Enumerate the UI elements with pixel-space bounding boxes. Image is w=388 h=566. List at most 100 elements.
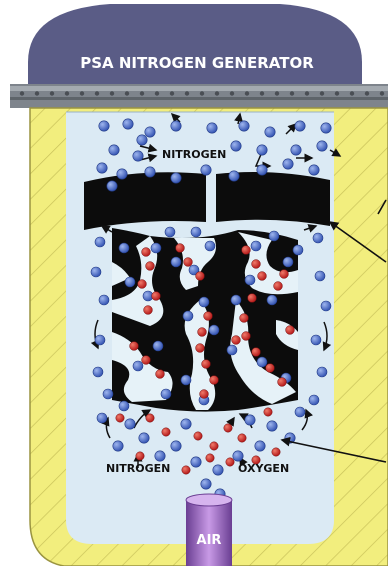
nitrogen-molecule: [145, 167, 155, 177]
nitrogen-molecule: [213, 465, 223, 475]
nitrogen-molecule: [93, 367, 103, 377]
oxygen-molecule: [210, 442, 218, 450]
oxygen-molecule: [278, 378, 287, 387]
nitrogen-molecule: [257, 165, 267, 175]
oxygen-molecule: [162, 428, 170, 436]
nitrogen-molecule: [321, 123, 331, 133]
oxygen-molecule: [248, 294, 257, 303]
oxygen-molecule: [240, 314, 249, 323]
nitrogen-output-label: NITROGEN: [162, 148, 226, 161]
nitrogen-molecule: [207, 123, 217, 133]
nitrogen-molecule: [227, 345, 237, 355]
oxygen-molecule: [146, 414, 154, 422]
nitrogen-molecule: [95, 237, 105, 247]
nitrogen-molecule: [317, 367, 327, 377]
carbon-molecular-sieve: [112, 228, 298, 412]
oxygen-molecule: [202, 360, 211, 369]
flange-bolt: [95, 91, 99, 95]
nitrogen-molecule: [145, 127, 155, 137]
flange-bolt: [50, 91, 54, 95]
nitrogen-molecule: [133, 361, 143, 371]
flange-bolt: [215, 91, 219, 95]
flange-bolt: [170, 91, 174, 95]
nitrogen-molecule: [97, 413, 107, 423]
nitrogen-molecule: [295, 121, 305, 131]
nitrogen-molecule: [99, 295, 109, 305]
nitrogen-molecule: [315, 271, 325, 281]
flange-band: [10, 84, 388, 108]
nitrogen-molecule: [119, 401, 129, 411]
nitrogen-molecule: [137, 135, 147, 145]
nitrogen-molecule: [269, 231, 279, 241]
nitrogen-molecule: [229, 171, 239, 181]
oxygen-molecule: [136, 452, 144, 460]
nitrogen-molecule: [171, 441, 181, 451]
nitrogen-molecule: [113, 441, 123, 451]
nitrogen-molecule: [283, 257, 293, 267]
nitrogen-molecule: [191, 227, 201, 237]
oxygen-molecule: [226, 458, 234, 466]
oxygen-molecule: [238, 434, 246, 442]
diagram-title: PSA NITROGEN GENERATOR: [80, 54, 314, 72]
flange-bolt: [200, 91, 204, 95]
flange-bolt: [365, 91, 369, 95]
nitrogen-molecule: [181, 419, 191, 429]
flange-bolt: [245, 91, 249, 95]
nitrogen-molecule: [293, 245, 303, 255]
nitrogen-molecule: [171, 257, 181, 267]
oxygen-molecule: [210, 376, 219, 385]
flange-bolt: [320, 91, 324, 95]
nitrogen-molecule: [245, 275, 255, 285]
nitrogen-molecule: [151, 243, 161, 253]
nitrogen-molecule: [95, 335, 105, 345]
flange-bolt: [20, 91, 24, 95]
nitrogen-molecule: [191, 457, 201, 467]
flange-bolt: [110, 91, 114, 95]
nitrogen-molecule: [257, 145, 267, 155]
flange-bolt: [380, 91, 384, 95]
nitrogen-molecule: [171, 173, 181, 183]
flange-bolt: [140, 91, 144, 95]
flange-bolt: [185, 91, 189, 95]
flange-bolt: [260, 91, 264, 95]
oxygen-molecule: [272, 448, 280, 456]
flange-bolt: [80, 91, 84, 95]
oxygen-molecule: [156, 370, 165, 379]
nitrogen-molecule: [209, 325, 219, 335]
air-inlet: AIR: [186, 494, 232, 566]
flange-bolt: [290, 91, 294, 95]
oxygen-molecule: [142, 248, 151, 257]
nitrogen-molecule: [321, 301, 331, 311]
nitrogen-molecule: [133, 151, 143, 161]
nitrogen-molecule: [311, 335, 321, 345]
oxygen-molecule: [176, 244, 185, 253]
nitrogen-molecule: [123, 119, 133, 129]
header-dome: [28, 4, 362, 84]
flange-bolt: [35, 91, 39, 95]
flange-bolt: [275, 91, 279, 95]
nitrogen-molecule: [201, 165, 211, 175]
nitrogen-molecule: [181, 375, 191, 385]
nitrogen-molecule: [309, 165, 319, 175]
nitrogen-molecule: [183, 311, 193, 321]
nitrogen-molecule: [107, 181, 117, 191]
nitrogen-molecule: [309, 395, 319, 405]
oxygen-molecule: [252, 260, 261, 269]
nitrogen-molecule: [267, 421, 277, 431]
oxygen-molecule: [196, 344, 205, 353]
flange-bolt: [65, 91, 69, 95]
nitrogen-molecule: [125, 419, 135, 429]
oxygen-molecule: [232, 336, 241, 345]
oxygen-molecule: [204, 312, 213, 321]
nitrogen-molecule: [109, 145, 119, 155]
nitrogen-molecule: [265, 127, 275, 137]
oxygen-molecule: [194, 432, 202, 440]
oxygen-molecule: [196, 272, 205, 281]
nitrogen-molecule: [201, 479, 211, 489]
oxygen-molecule: [252, 348, 261, 357]
nitrogen-molecule: [245, 415, 255, 425]
nitrogen-molecule: [295, 407, 305, 417]
oxygen-molecule: [116, 414, 124, 422]
flange-bolt: [125, 91, 129, 95]
